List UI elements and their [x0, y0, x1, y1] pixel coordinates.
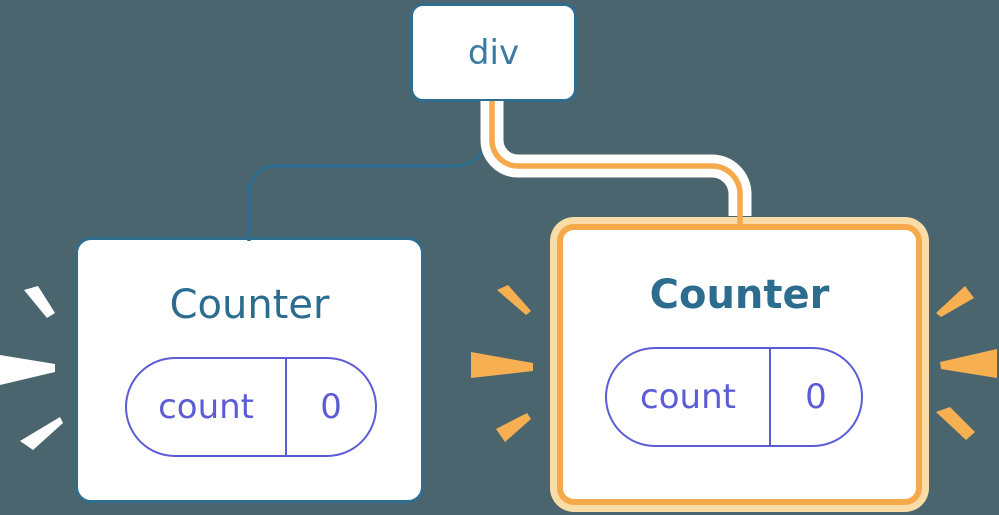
sparkle-mark: [471, 352, 533, 378]
sparkle-mark: [20, 417, 63, 450]
state-value: 0: [805, 377, 827, 417]
sparkle-mark: [496, 413, 531, 442]
edge-to-right-counter-casing: [480, 101, 752, 216]
counter-title: Counter: [649, 272, 830, 318]
state-name: count: [607, 349, 771, 445]
edge-to-left-counter: [247, 101, 494, 241]
root-node-div: div: [410, 3, 577, 102]
state-value: 0: [320, 387, 342, 427]
root-node-label: div: [467, 32, 520, 73]
sparkle-mark: [936, 286, 974, 317]
counter-node-left: Counter count 0: [75, 237, 424, 503]
sparkle-mark: [497, 285, 531, 315]
sparkle-burst-right-card-right: [936, 286, 997, 440]
state-name: count: [127, 359, 288, 455]
sparkle-mark: [0, 355, 55, 385]
sparkle-mark: [936, 407, 975, 440]
counter-node-right-highlight: Counter count 0: [550, 217, 929, 512]
sparkle-burst-right-card-left: [471, 285, 533, 442]
sparkle-mark: [24, 286, 55, 318]
sparkle-mark: [940, 349, 997, 378]
sparkle-burst-left-card: [0, 286, 63, 450]
state-pill: count 0: [125, 357, 377, 457]
counter-title: Counter: [169, 282, 330, 328]
state-pill: count 0: [605, 347, 863, 447]
counter-node-right: Counter count 0: [557, 224, 922, 505]
edge-to-right-counter: [489, 101, 743, 227]
